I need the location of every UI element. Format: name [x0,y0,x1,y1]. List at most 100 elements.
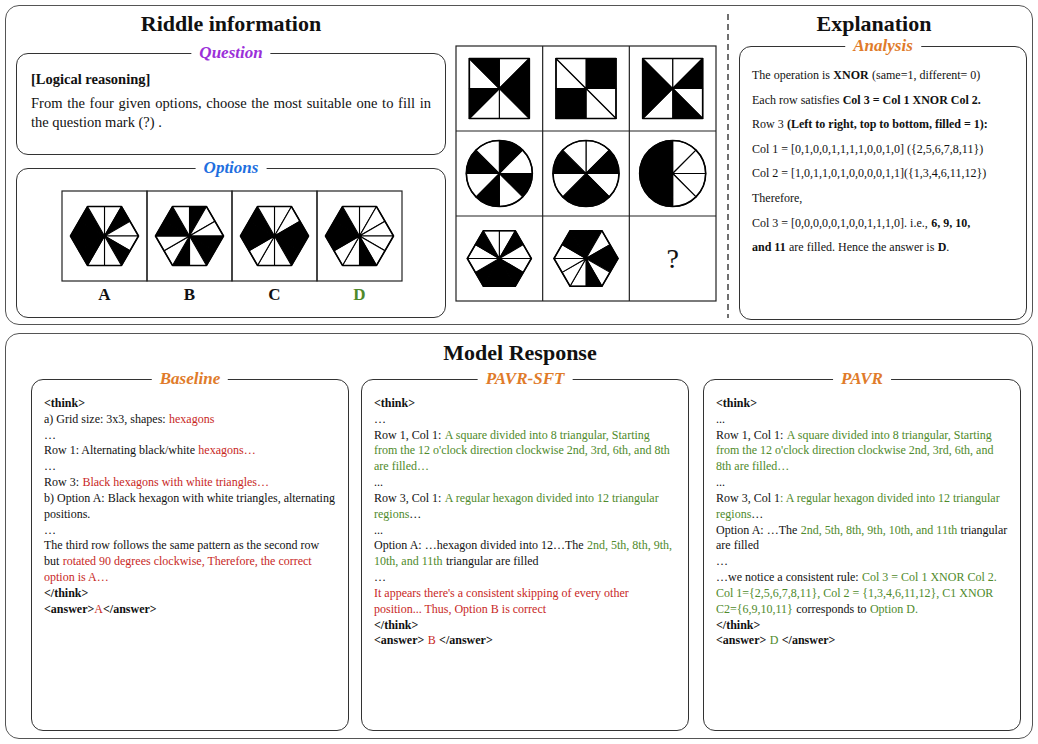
figure-region [640,174,673,197]
text-run: Row 3: [44,475,79,489]
text-line: ... [374,475,676,491]
figure-region [673,59,703,89]
text-run: … [44,428,56,442]
text-run: Col 3 = [0,0,0,0,0,1,0,0,1,1,1,0]. i.e., [752,216,928,230]
figure-region [469,89,499,119]
figure-region [673,89,703,119]
text-line: a) Grid size: 3x3, shapes:hexagons [44,412,336,428]
text-line: Each row satisfiesCol 3 = Col 1 XNOR Col… [752,88,1016,113]
text-content: The operation isXNOR(same=1, different= … [740,47,1026,264]
puzzle-figure [554,231,618,286]
text-content: <think>a) Grid size: 3x3, shapes:hexagon… [32,380,348,624]
text-run: Row 3 [752,117,784,131]
puzzle-figure [469,59,529,119]
text-run: Row 3, Col 1: [374,491,441,505]
text-run: … [409,507,421,521]
text-line: </think> [44,586,336,602]
response-box: PAVR<think>...Row 1, Col 1:A square divi… [703,379,1021,731]
text-line: ... [716,412,1008,428]
figure-region [586,89,616,119]
text-line: </think> [374,618,676,634]
figure-region [586,174,609,207]
text-run: </think> [374,618,418,632]
puzzle-figure [326,207,394,266]
puzzle-figure [640,141,706,207]
figure-outline [556,59,616,119]
text-line: <think> [716,396,1008,412]
text-line: Row 3, Col 1:A regular hexagon divided i… [374,491,676,523]
figure-region [643,89,673,119]
figure-region [173,207,190,236]
figure-region [499,89,529,119]
text-run: </think> [44,586,88,600]
text-run: … [374,570,386,584]
text-line: ... [374,523,676,539]
figure-region [258,207,275,236]
text-line: …we notice a consistent rule:Col 3 = Col… [716,570,1008,617]
text-line: <think> [44,396,336,412]
text-run: … [716,554,728,568]
analysis-box: AnalysisThe operation isXNOR(same=1, dif… [739,46,1027,320]
text-run: Row 1, Col 1: [716,428,783,442]
text-run: ... [374,523,383,537]
figure-region [105,236,130,265]
figure-region [556,59,586,89]
figure-region [483,231,499,259]
figure-region [475,231,499,259]
figure-outline [553,141,619,207]
illustration [17,169,444,316]
figure-region [88,207,105,236]
figure-region [570,231,586,259]
figure-outline [71,207,139,266]
text-line: Row 1, Col 1:A square divided into 8 tri… [374,428,676,475]
figure-region [586,259,602,287]
puzzle-figure [643,59,703,119]
option-cell [62,191,147,281]
text-run: From the four given options, choose the … [31,95,431,131]
figure-region [343,207,360,236]
text-line: … [44,428,336,444]
figure-region [249,207,274,236]
text-run: XNOR [833,68,868,82]
figure-region [275,236,292,265]
text-run: <think> [44,396,85,410]
figure-region [499,89,529,119]
puzzle-figure [467,231,531,286]
text-line: From the four given options, choose the … [31,94,431,133]
figure-region [562,231,586,259]
text-line: … [44,459,336,475]
text-line: Row 3(Left to right, top to bottom, fill… [752,112,1016,137]
text-run: It appears there's a consistent skipping… [374,586,629,616]
figure-region [79,207,104,236]
figure-region [499,59,529,89]
text-run: … [44,459,56,473]
figure-region [673,150,706,173]
figure-region [469,59,499,89]
text-run: corresponds to [796,602,866,616]
grid-frame [456,46,716,301]
grid-line [456,215,716,216]
figure-region [275,236,300,265]
text-run: rotated 90 degrees clockwise, Therefore,… [44,554,312,584]
figure-region [499,150,532,173]
figure-region [469,59,499,89]
text-run: <think> [374,396,415,410]
figure-region [643,89,673,119]
text-run: b) Option A: Black hexagon with white tr… [44,491,335,521]
question-mark: ? [666,243,678,275]
puzzle-figure [71,207,139,266]
puzzle-figure [241,207,309,266]
grid-line [542,46,543,301]
text-line: Therefore, [752,186,1016,211]
response-panel: Model ResponseBaseline<think>a) Grid siz… [5,333,1033,739]
figure-outline [241,207,309,266]
text-run: a) Grid size: 3x3, shapes: [44,412,166,426]
puzzle-figure [466,141,532,207]
text-line: <answer>A</answer> [44,602,336,618]
text-run: hexagons… [198,443,255,457]
figure-outline [326,207,394,266]
text-content: <think>...Row 1, Col 1:A square divided … [704,380,1020,655]
text-run: (Left to right, top to bottom, filled = … [787,117,988,131]
text-run: and 11 [752,240,786,254]
figure-outline [156,207,224,266]
